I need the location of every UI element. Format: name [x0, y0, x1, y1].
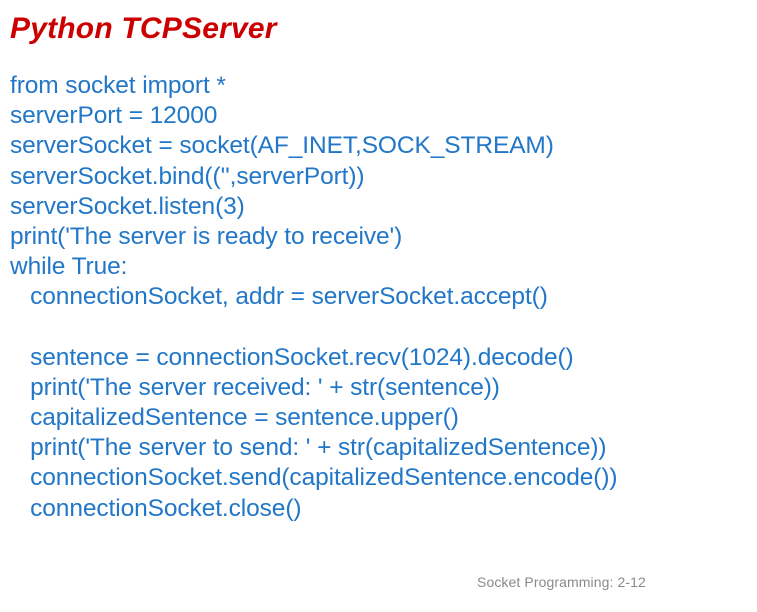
code-line: serverPort = 12000 — [10, 102, 218, 130]
code-line: print('The server to send: ' + str(capit… — [10, 434, 607, 462]
code-line: connectionSocket.send(capitalizedSentenc… — [10, 464, 618, 492]
code-line: serverSocket.bind(('',serverPort)) — [10, 162, 365, 190]
code-line: serverSocket.listen(3) — [10, 192, 245, 220]
code-line: sentence = connectionSocket.recv(1024).d… — [10, 343, 574, 371]
page-title: Python TCPServer — [10, 12, 277, 45]
code-line: print('The server is ready to receive') — [10, 222, 403, 250]
code-block: from socket import * serverPort = 12000 … — [10, 71, 755, 524]
code-line: from socket import * — [10, 72, 226, 99]
code-line: while True: — [10, 253, 128, 281]
code-line: print('The server received: ' + str(sent… — [10, 373, 500, 401]
code-line-blank — [10, 313, 755, 343]
code-line: connectionSocket, addr = serverSocket.ac… — [10, 283, 548, 311]
code-line: serverSocket = socket(AF_INET,SOCK_STREA… — [10, 132, 554, 160]
code-line: capitalizedSentence = sentence.upper() — [10, 404, 459, 432]
code-line: connectionSocket.close() — [10, 494, 302, 522]
slide-footer: Socket Programming: 2-12 — [477, 574, 646, 590]
